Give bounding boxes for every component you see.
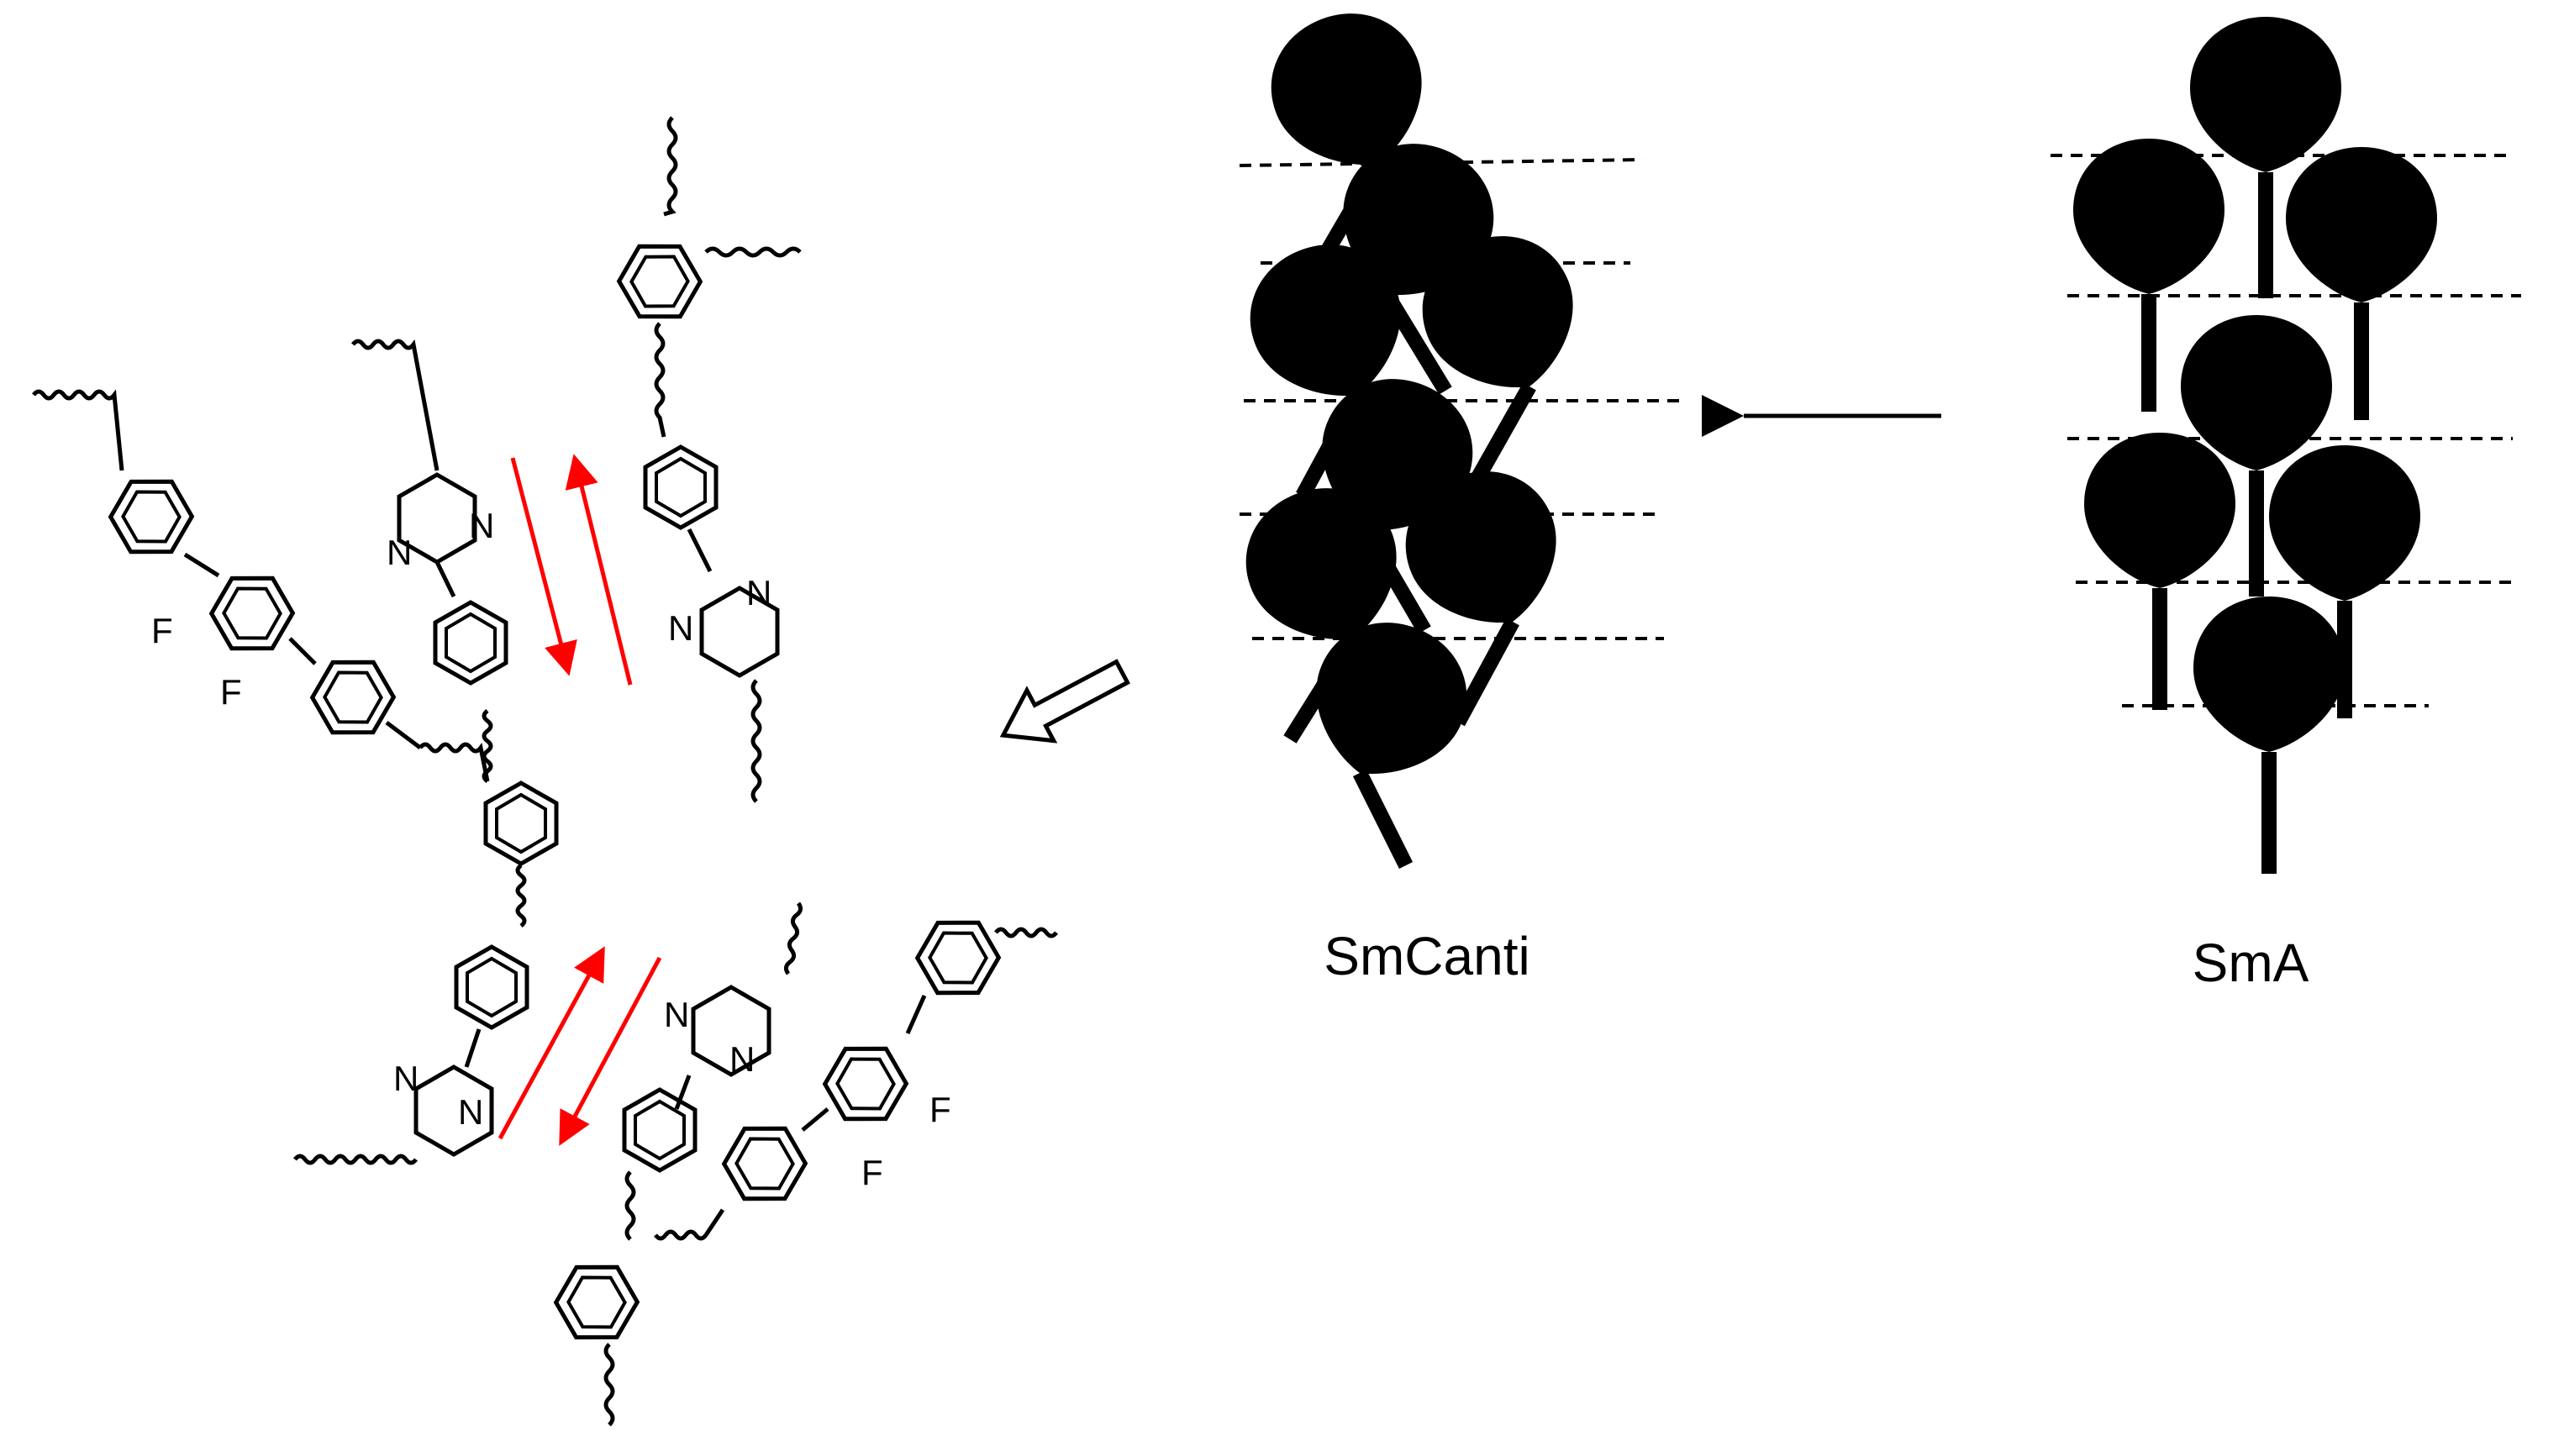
alkyl-chain <box>783 901 803 975</box>
nitrogen-label: N <box>729 1039 755 1079</box>
alkyl-chain <box>654 322 666 438</box>
nitrogen-label: N <box>746 573 771 612</box>
smcanti-label: SmCanti <box>1324 926 1529 986</box>
phenylpyrimidine-lower-left <box>293 947 527 1165</box>
fluorine-label: F <box>861 1153 883 1192</box>
nitrogen-label: N <box>664 995 689 1034</box>
nitrogen-label: N <box>469 506 494 545</box>
sma-molecule <box>2286 147 2437 420</box>
nitrogen-label: N <box>387 533 412 572</box>
phenylpyrimidine-upper-middle <box>351 339 506 683</box>
alkyl-chain <box>419 742 490 782</box>
alkyl-chain <box>994 927 1058 938</box>
fluorine-label: F <box>151 611 173 650</box>
hollow-arrow-icon <box>999 659 1130 744</box>
difluoroterphenyl-lower-right <box>546 905 1058 1427</box>
dipole-arrow-icon <box>510 457 577 676</box>
fluorine-label: F <box>220 672 242 712</box>
phenylpyrimidine-lower-middle <box>624 901 803 1241</box>
sma-label: SmA <box>2193 933 2309 993</box>
nitrogen-label: N <box>393 1059 419 1098</box>
sma-molecule <box>2084 433 2235 710</box>
smcanti-phase-panel: SmCanti <box>1224 0 1681 986</box>
alkyl-chain <box>750 679 762 803</box>
dipole-arrow-icon <box>559 956 662 1146</box>
alkyl-chain <box>624 1170 636 1241</box>
alkyl-chain <box>351 339 440 471</box>
molecular-structures <box>32 116 1058 1427</box>
fluorine-label: F <box>929 1090 951 1129</box>
sma-molecule <box>2193 597 2345 874</box>
sma-molecules <box>2073 17 2437 874</box>
alkyl-chain <box>704 246 802 258</box>
alkyl-chain <box>663 116 678 217</box>
nitrogen-label: N <box>668 608 693 648</box>
alkyl-chain <box>515 864 527 928</box>
alkyl-chain <box>482 709 493 783</box>
central-benzene <box>482 709 556 928</box>
phenylpyrimidine-upper-right <box>609 116 802 803</box>
dipole-arrows <box>498 454 662 1146</box>
alkyl-chain <box>603 1343 615 1427</box>
sma-molecule <box>2073 139 2224 412</box>
dipole-arrow-icon <box>565 454 633 686</box>
smcanti-molecule <box>1289 600 1488 870</box>
smcanti-molecules <box>1224 0 1600 870</box>
sma-phase-panel: SmA <box>2051 17 2521 993</box>
difluoroterphenyl-upper-left <box>32 389 490 782</box>
smcanti-molecule <box>1401 213 1600 487</box>
smcanti-molecule <box>1384 449 1583 727</box>
alkyl-chain <box>654 1229 708 1241</box>
alkyl-chain <box>32 389 124 471</box>
atom-labels: F F N N N N N N N N F F <box>151 506 951 1192</box>
alkyl-chain <box>293 1154 418 1165</box>
dipole-arrow-icon <box>498 946 605 1140</box>
sma-molecule <box>2190 17 2341 298</box>
sma-molecule <box>2181 315 2332 597</box>
nitrogen-label: N <box>458 1092 483 1132</box>
